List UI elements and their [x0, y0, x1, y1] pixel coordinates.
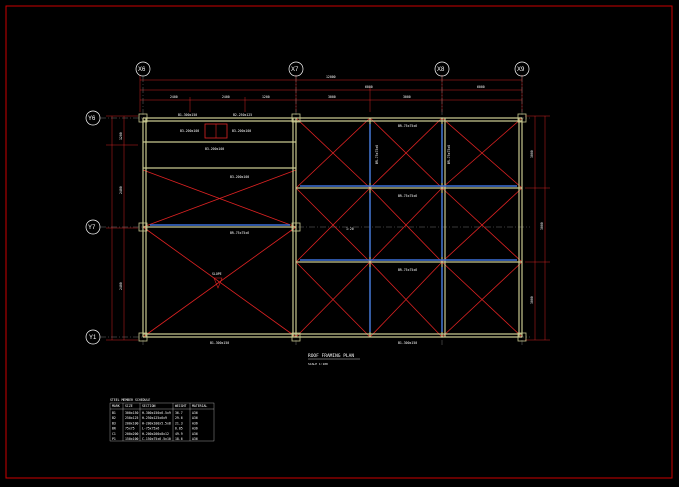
dim-sub-top-1: 2400 [170, 95, 178, 99]
tag-mid-beam-2: B3-200x100 [232, 129, 251, 133]
schedule-header-mark: MARK [112, 404, 120, 408]
schedule-cell: 75x75 [125, 427, 135, 431]
schedule-cell: A36 [192, 421, 198, 425]
grid-bubbles [85, 61, 530, 345]
schedule-title: STEEL MEMBER SCHEDULE [110, 398, 150, 402]
grid-centerlines [100, 76, 530, 345]
schedule-cell: 200x200 [125, 432, 139, 436]
column-ties [150, 124, 517, 332]
slope-indicator: SLOPE 1:20 [212, 227, 354, 289]
dim-overall-top: 12000 [326, 75, 336, 79]
grid-col-label-3: X8 [437, 67, 445, 73]
schedule-cell: B3 [112, 421, 116, 425]
tag-brace-4: BR-75x75x6 [230, 231, 249, 235]
schedule-cell: 21.3 [175, 421, 183, 425]
schedule-cell: 250x125 [125, 416, 139, 420]
dim-right-3: 3000 [530, 296, 534, 304]
schedule-cell: 49.9 [175, 432, 183, 436]
left-dimensions [106, 115, 138, 341]
schedule-header-material: MATERIAL [192, 404, 207, 408]
grid-col-label-2: X7 [291, 67, 299, 73]
tag-top-beam-2: B2-250x125 [233, 113, 252, 117]
schedule-cell: H-200x200x8x12 [142, 432, 169, 436]
right-dimensions [525, 115, 550, 341]
schedule-cell: A36 [192, 432, 198, 436]
dim-bay-top-1: 6000 [365, 85, 373, 89]
tag-bottom-beam-2: B1-300x150 [398, 341, 417, 345]
dim-left-2: 2400 [119, 186, 123, 194]
dim-right-1: 3000 [530, 150, 534, 158]
schedule-cell: A36 [192, 427, 198, 431]
grid-row-label-2: Y7 [88, 225, 96, 231]
dim-sub-top-3: 1200 [262, 95, 270, 99]
schedule-cell: B1 [112, 411, 116, 415]
tag-brace-6: BR-75x75x6 [447, 145, 451, 164]
schedule-cell: P1 [112, 437, 116, 441]
grid-col-label-1: X6 [138, 67, 146, 73]
dim-left-3: 2400 [119, 282, 123, 290]
schedule-cell: H-300x150x6.5x9 [142, 411, 171, 415]
tag-mid-beam-1: B3-200x100 [180, 129, 199, 133]
member-schedule: STEEL MEMBER SCHEDULE MARK SIZE SECTION … [109, 398, 215, 442]
right-bay-bracing [295, 117, 523, 338]
top-dimensions [139, 75, 523, 112]
schedule-cell: H-250x125x6x9 [142, 416, 167, 420]
schedule-cell: 36.7 [175, 411, 183, 415]
drawing-scale: SCALE 1:100 [308, 362, 328, 366]
grid-row-label-1: Y6 [88, 116, 96, 122]
schedule-cell: A36 [192, 437, 198, 441]
dim-sub-top-2: 2400 [222, 95, 230, 99]
grid-row-label-3: Y1 [89, 335, 97, 341]
schedule-cell: B2 [112, 416, 116, 420]
dim-sub-top-5: 3000 [403, 95, 411, 99]
dim-bay-top-2: 6000 [477, 85, 485, 89]
drawing-title: ROOF FRAMING PLAN [308, 353, 354, 359]
schedule-cell: 6.85 [175, 427, 183, 431]
schedule-cell: H-200x100x5.5x8 [142, 421, 171, 425]
schedule-cell: 29.6 [175, 416, 183, 420]
tag-brace-1: BR-75x75x6 [398, 124, 417, 128]
schedule-cell: C1 [112, 432, 116, 436]
tag-brace-3: BR-75x75x6 [398, 268, 417, 272]
schedule-cell: BR [112, 427, 116, 431]
schedule-cell: C-150x75x6.5x10 [142, 437, 171, 441]
dim-left-1: 1200 [119, 132, 123, 140]
schedule-cell: 150x100 [125, 437, 139, 441]
grid-col-label-4: X9 [517, 67, 525, 73]
tag-mid-beam-3: B3-200x100 [205, 147, 224, 151]
tag-bottom-beam-1: B1-300x150 [210, 341, 229, 345]
schedule-cell: 300x150 [125, 411, 139, 415]
schedule-header-weight: WEIGHT [175, 404, 187, 408]
tag-top-beam-1: B1-300x150 [178, 113, 197, 117]
schedule-cell: A36 [192, 411, 198, 415]
tag-mid-beam-4: B3-200x100 [230, 175, 249, 179]
dim-sub-top-4: 3000 [328, 95, 336, 99]
left-bay-bracing [142, 169, 297, 338]
schedule-cell: 18.6 [175, 437, 183, 441]
beams [142, 117, 523, 338]
schedule-cell: L-75x75x6 [142, 427, 159, 431]
columns [138, 113, 527, 342]
tag-brace-2: BR-75x75x6 [398, 194, 417, 198]
tag-brace-5: BR-75x75x6 [375, 145, 379, 164]
slope-note: SLOPE [212, 272, 222, 276]
slope-value: 1:20 [346, 227, 354, 231]
schedule-cell: 200x100 [125, 421, 139, 425]
dim-right-2: 3000 [540, 222, 544, 230]
sheet-border [5, 5, 673, 479]
schedule-cell: A36 [192, 416, 198, 420]
schedule-header-size: SIZE [125, 404, 133, 408]
schedule-header-section: SECTION [142, 404, 156, 408]
